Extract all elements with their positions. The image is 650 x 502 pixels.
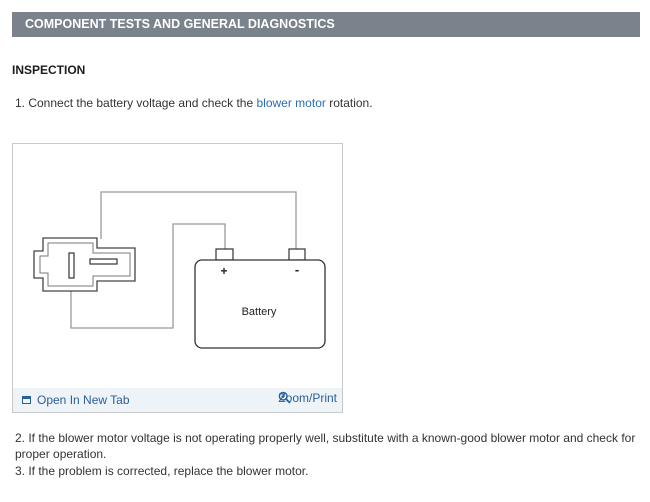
battery-body: [194, 259, 326, 349]
battery-label: Battery: [242, 306, 277, 318]
wire-to-positive: [70, 223, 226, 329]
figure-toolbar: Open In New Tab Zoom/Print: [13, 388, 342, 412]
wire-to-negative: [100, 191, 297, 249]
step-1-text-suffix: rotation.: [325, 96, 373, 110]
battery-plus-label: +: [220, 264, 227, 278]
battery-minus-label: -: [295, 262, 299, 277]
open-in-new-tab-button[interactable]: Open In New Tab: [22, 393, 130, 407]
step-2: 2. If the blower motor voltage is not op…: [15, 431, 636, 461]
step-1-text-prefix: 1. Connect the battery voltage and check…: [15, 96, 257, 110]
section-header-title: COMPONENT TESTS AND GENERAL DIAGNOSTICS: [25, 17, 335, 31]
blower-motor-link[interactable]: blower motor: [256, 96, 326, 110]
zoom-print-label: Zoom/Print: [278, 391, 337, 405]
inspection-heading: INSPECTION: [12, 63, 86, 77]
open-new-tab-icon: [22, 396, 31, 404]
diagram-figure: + - Battery Open In New Tab Zoom/Print: [12, 143, 343, 413]
step-3: 3. If the problem is corrected, replace …: [15, 464, 309, 478]
step-1: 1. Connect the battery voltage and check…: [15, 95, 640, 111]
zoom-in-icon: [279, 391, 291, 404]
connector-pin-vertical: [68, 252, 75, 279]
zoom-print-button[interactable]: Zoom/Print: [278, 391, 337, 405]
section-header: COMPONENT TESTS AND GENERAL DIAGNOSTICS: [12, 12, 640, 37]
connector-pin-horizontal: [89, 258, 118, 265]
connector-inner: [39, 242, 131, 287]
wiring-diagram: + - Battery: [33, 191, 326, 349]
open-in-new-tab-label: Open In New Tab: [37, 393, 130, 407]
battery-negative-terminal: [288, 248, 306, 261]
battery-positive-terminal: [215, 248, 234, 261]
